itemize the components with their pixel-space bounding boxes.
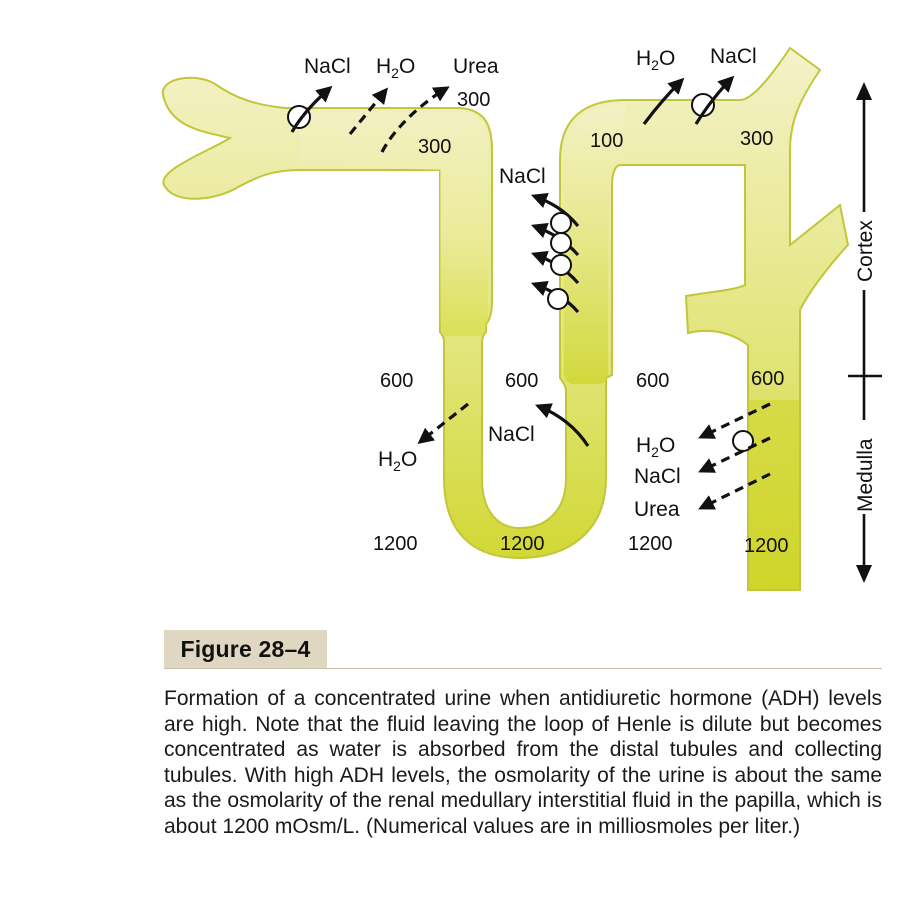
proximal-segment bbox=[300, 112, 488, 336]
thick-ascending-segment bbox=[564, 104, 625, 384]
figure-caption: Formation of a concentrated urine when a… bbox=[164, 687, 882, 838]
distal-h2o-label: H2O bbox=[636, 47, 675, 73]
transporter-icon bbox=[547, 288, 569, 310]
asc-nacl-arrow-icon bbox=[531, 193, 580, 228]
osm-1200-collecting-duct: 1200 bbox=[744, 535, 789, 557]
distal-nacl-label: NaCl bbox=[710, 45, 757, 68]
osm-1200-loop: 1200 bbox=[500, 533, 545, 555]
nacl-arrow-icon bbox=[290, 85, 333, 133]
transporter-icon bbox=[550, 254, 572, 276]
pct-osmolarity-300b: 300 bbox=[418, 136, 451, 158]
osm-1200-interstitium: 1200 bbox=[373, 533, 418, 555]
pct-h2o-label: H2O bbox=[376, 55, 415, 81]
loop-nacl-arrow-icon bbox=[535, 403, 590, 447]
pct-nacl-label: NaCl bbox=[304, 55, 351, 78]
distal-nacl-arrow-icon bbox=[694, 75, 735, 125]
transporter-icon bbox=[732, 430, 754, 452]
arrow-up-icon bbox=[856, 82, 872, 100]
cd-nacl-dashed-arrow-icon bbox=[698, 436, 771, 473]
distal-osmolarity-300: 300 bbox=[740, 128, 773, 150]
desc-h2o-dashed-arrow-icon bbox=[417, 402, 469, 444]
loop-nacl-label: NaCl bbox=[488, 423, 535, 446]
arrow-down-icon bbox=[856, 565, 872, 583]
cd-nacl-label: NaCl bbox=[634, 465, 681, 488]
figure-label: Figure 28–4 bbox=[164, 630, 327, 668]
tal-osmolarity-100: 100 bbox=[590, 130, 623, 152]
cd-urea-dashed-arrow-icon bbox=[698, 472, 771, 510]
collecting-duct-lower bbox=[749, 400, 799, 589]
desc-h2o-label: H2O bbox=[378, 448, 417, 474]
osm-600-interstitium: 600 bbox=[380, 370, 413, 392]
cd-h2o-label: H2O bbox=[636, 434, 675, 460]
distal-h2o-arrow-icon bbox=[642, 77, 685, 125]
pct-osmolarity-300: 300 bbox=[457, 89, 490, 111]
asc-nacl-label: NaCl bbox=[499, 165, 546, 188]
osm-600-loop: 600 bbox=[505, 370, 538, 392]
pct-urea-label: Urea bbox=[453, 55, 499, 78]
nephron-diagram: NaCl H2O Urea 300 300 H2O NaCl 100 300 N… bbox=[161, 45, 882, 591]
urea-dashed-arrow-icon bbox=[380, 86, 450, 153]
osm-1200-interstitium-2: 1200 bbox=[628, 533, 673, 555]
transporter-icon bbox=[550, 232, 572, 254]
medulla-label: Medulla bbox=[854, 438, 877, 512]
osm-600-collecting-duct: 600 bbox=[751, 368, 784, 390]
osm-600-interstitium-2: 600 bbox=[636, 370, 669, 392]
h2o-dashed-arrow-icon bbox=[348, 87, 389, 136]
cortex-label: Cortex bbox=[854, 220, 877, 282]
cd-urea-label: Urea bbox=[634, 498, 680, 521]
figure-header: Figure 28–4 bbox=[164, 630, 882, 669]
cd-h2o-dashed-arrow-icon bbox=[698, 402, 771, 439]
transporter-icon bbox=[550, 212, 572, 234]
